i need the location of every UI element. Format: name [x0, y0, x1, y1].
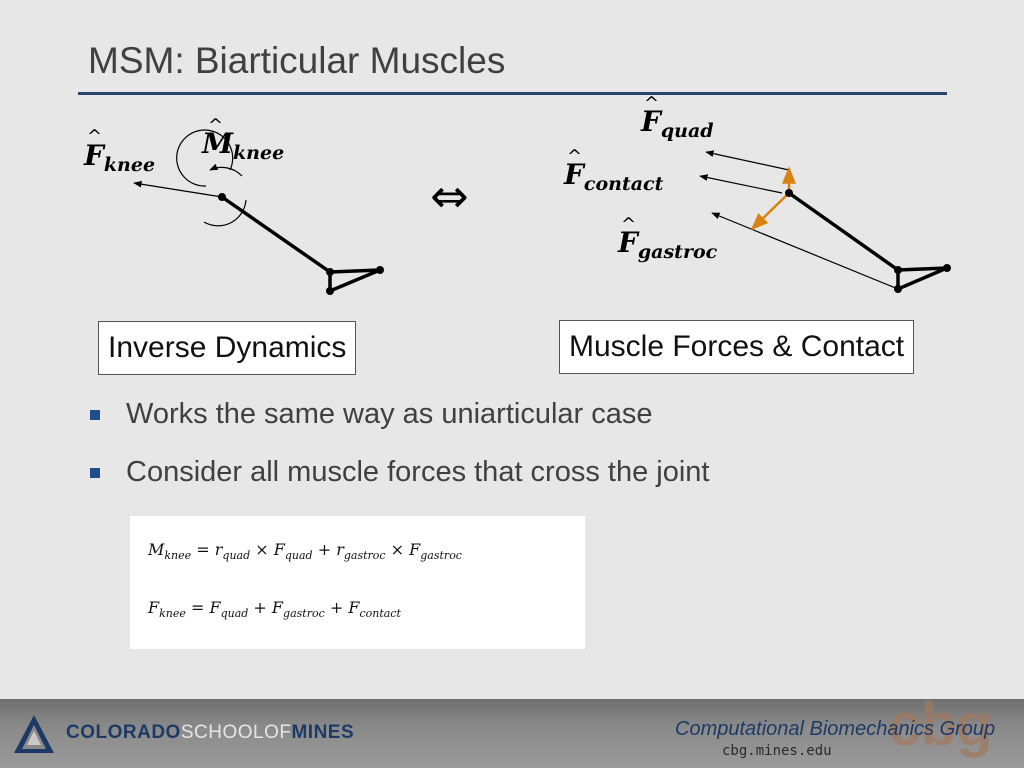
cbg-url: cbg.mines.edu	[722, 743, 832, 759]
fcontact-hat: ^	[567, 146, 582, 167]
equations-box: Mknee = rquad × Fquad + rgastroc × Fgast…	[130, 516, 585, 649]
quad-force-arrow	[705, 150, 790, 171]
fknee-hat: ^	[87, 126, 102, 147]
force-equation: Fknee = Fquad + Fgastroc + Fcontact	[148, 598, 401, 621]
mines-wordmark: COLORADOSCHOOLOFMINES	[66, 722, 355, 743]
fgastroc-label: Fgastroc	[617, 226, 718, 263]
inverse-dynamics-model	[133, 129, 384, 295]
fknee-label: Fknee	[83, 139, 155, 176]
gastroc-force-arrow	[711, 212, 899, 290]
knee-moment-arc	[176, 129, 247, 227]
bullet-list: Works the same way as uniarticular case …	[90, 398, 709, 514]
knee-force-arrow	[133, 180, 223, 198]
foot-segment	[328, 268, 381, 294]
cbg-logo: cbg	[888, 691, 993, 758]
fquad-hat: ^	[644, 93, 659, 114]
inverse-dynamics-caption: Inverse Dynamics	[98, 321, 357, 375]
muscle-forces-caption: Muscle Forces & Contact	[559, 320, 915, 374]
mknee-label: Mknee	[201, 127, 284, 164]
equivalence-symbol: ⇔	[430, 169, 469, 223]
knee-joint-right	[785, 189, 793, 197]
knee-diagram: Fknee ^ Mknee ^ ⇔ Fquad ^ Fcontact ^ Fga…	[83, 93, 951, 295]
cbg-group-name: Computational Biomechanics Group	[675, 718, 996, 740]
shank-segment-right	[787, 191, 900, 272]
gastroc-moment-arm	[750, 192, 790, 231]
fcontact-label: Fcontact	[563, 158, 664, 195]
square-bullet-icon	[90, 468, 100, 478]
title-divider	[78, 92, 947, 95]
foot-segment-right	[896, 266, 948, 292]
mknee-hat: ^	[208, 115, 223, 136]
shank-segment	[221, 195, 331, 274]
knee-joint	[218, 193, 226, 201]
moment-equation: Mknee = rquad × Fquad + rgastroc × Fgast…	[148, 540, 462, 563]
bullet-item: Works the same way as uniarticular case	[90, 398, 709, 456]
bullet-text: Works the same way as uniarticular case	[126, 398, 653, 430]
bullet-text: Consider all muscle forces that cross th…	[126, 456, 710, 488]
square-bullet-icon	[90, 410, 100, 420]
contact-force-arrow	[699, 174, 783, 194]
mines-mountain-logo	[14, 715, 54, 753]
fgastroc-hat: ^	[621, 214, 636, 235]
footer-bar	[0, 699, 1024, 768]
bullet-item: Consider all muscle forces that cross th…	[90, 456, 709, 514]
muscle-forces-model	[699, 150, 951, 293]
slide-title: MSM: Biarticular Muscles	[88, 40, 506, 81]
fquad-label: Fquad	[640, 105, 714, 142]
